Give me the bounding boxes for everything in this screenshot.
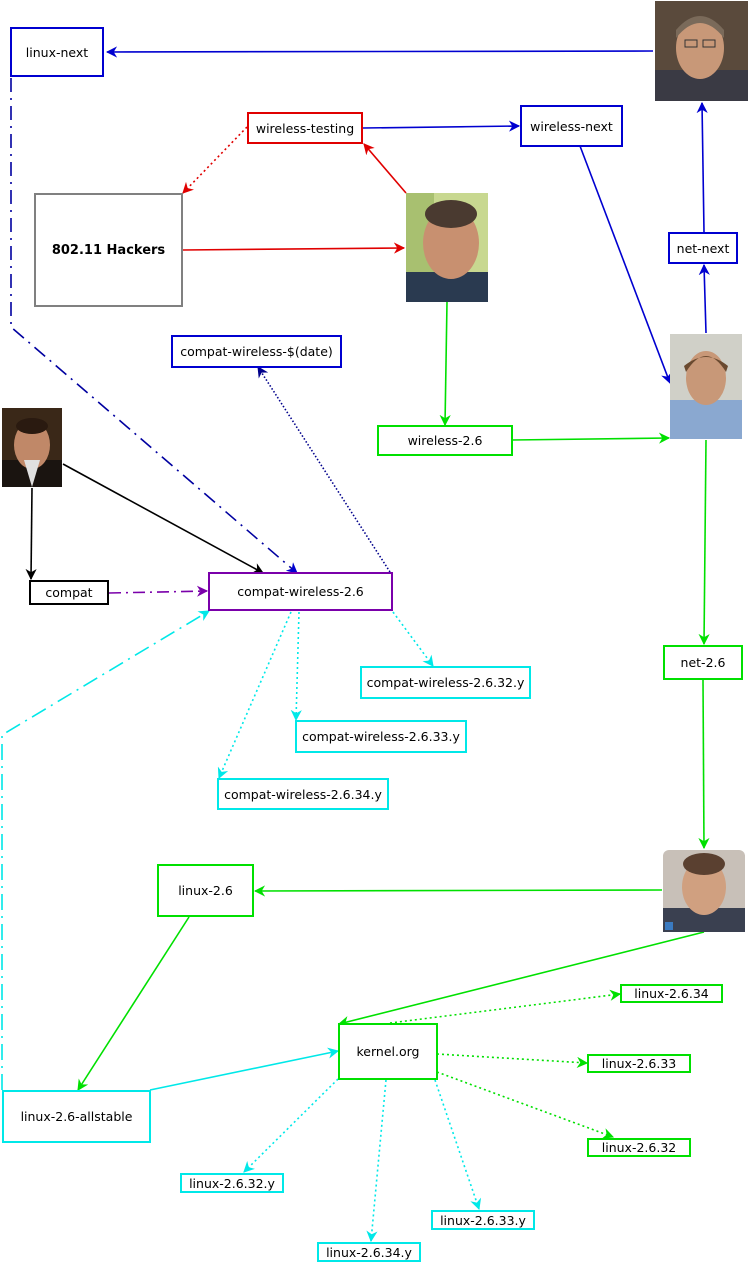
- developer-photo-3: [2, 408, 62, 487]
- edge-compat-wireless-to-2632y: [392, 611, 434, 667]
- node-wireless-testing: wireless-testing: [247, 112, 363, 144]
- edge-photo4-to-net-26: [698, 439, 710, 646]
- node-linux-2-6-33-y: linux-2.6.33.y: [431, 1210, 535, 1230]
- node-compat-wireless-2-6-34-y: compat-wireless-2.6.34.y: [217, 778, 389, 810]
- node-net-next: net-next: [668, 232, 738, 264]
- edge-hackers-to-photo2: [182, 242, 406, 254]
- edge-net-next-to-photo1: [696, 101, 708, 233]
- edge-linux-26-to-allstable: [77, 916, 190, 1091]
- node-linux-next: linux-next: [10, 27, 104, 77]
- node-linux-2-6-allstable: linux-2.6-allstable: [2, 1090, 151, 1143]
- edge-kernel-org-to-2633: [436, 1053, 589, 1068]
- edge-photo5-to-linux-26: [253, 885, 663, 897]
- node-compat-wireless-2-6-32-y: compat-wireless-2.6.32.y: [360, 666, 531, 699]
- edge-photo2-to-wireless-26: [439, 301, 451, 427]
- node-linux-2-6-33: linux-2.6.33: [587, 1054, 691, 1073]
- edge-kernel-org-to-2634y: [366, 1079, 387, 1243]
- edge-photo3-to-compat: [25, 487, 37, 581]
- edge-kernel-org-to-2634: [389, 989, 622, 1024]
- developer-photo-5: [663, 850, 745, 932]
- node-kernel-org: kernel.org: [338, 1023, 438, 1080]
- edge-photo5-to-kernel-org: [337, 931, 705, 1027]
- node-linux-2-6-32: linux-2.6.32: [587, 1138, 691, 1157]
- node-linux-2-6-34-y: linux-2.6.34.y: [317, 1242, 421, 1262]
- edge-wireless-next-to-photo4: [579, 145, 672, 385]
- node-linux-2-6-34: linux-2.6.34: [620, 984, 723, 1003]
- edge-photo4-to-net-next: [698, 263, 710, 334]
- node-net-2-6: net-2.6: [663, 645, 743, 680]
- developer-photo-2: [406, 193, 488, 302]
- edge-photo3-to-compat-wireless: [62, 463, 264, 574]
- edge-compat-wireless-to-date: [257, 366, 391, 573]
- edge-wireless-26-to-photo4: [511, 432, 671, 444]
- edge-photo1-to-linux-next: [105, 46, 654, 58]
- developer-photo-4: [670, 334, 742, 439]
- node-wireless-next: wireless-next: [520, 105, 623, 147]
- node-compat: compat: [29, 580, 109, 605]
- node-compat-wireless-date: compat-wireless-$(date): [171, 335, 342, 368]
- node-compat-wireless-2-6-33-y: compat-wireless-2.6.33.y: [295, 720, 467, 753]
- edge-wireless-testing-to-hackers: [182, 126, 248, 194]
- edge-kernel-org-to-2633y: [434, 1079, 482, 1211]
- developer-photo-1: [655, 1, 748, 101]
- edge-wireless-testing-to-wireless-next: [362, 120, 521, 132]
- edge-net-26-to-photo5: [698, 679, 710, 850]
- node-802-11-hackers: 802.11 Hackers: [34, 193, 183, 307]
- edge-allstable-to-compat-wireless: [1, 610, 210, 1090]
- node-linux-2-6: linux-2.6: [157, 864, 254, 917]
- edge-kernel-org-to-2632y: [243, 1078, 339, 1173]
- node-linux-2-6-32-y: linux-2.6.32.y: [180, 1173, 284, 1193]
- edge-linux-next-to-compat-wireless: [10, 78, 298, 574]
- edge-allstable-to-kernel-org: [149, 1047, 340, 1091]
- edge-kernel-org-to-2632: [436, 1071, 615, 1139]
- edge-compat-wireless-to-2634y: [217, 611, 292, 780]
- node-wireless-2-6: wireless-2.6: [377, 425, 513, 456]
- edge-compat-to-compat-wireless: [108, 585, 209, 597]
- edge-photo2-to-wireless-testing: [363, 143, 407, 194]
- node-compat-wireless-2-6: compat-wireless-2.6: [208, 572, 393, 611]
- edge-compat-wireless-to-2633y: [290, 611, 302, 722]
